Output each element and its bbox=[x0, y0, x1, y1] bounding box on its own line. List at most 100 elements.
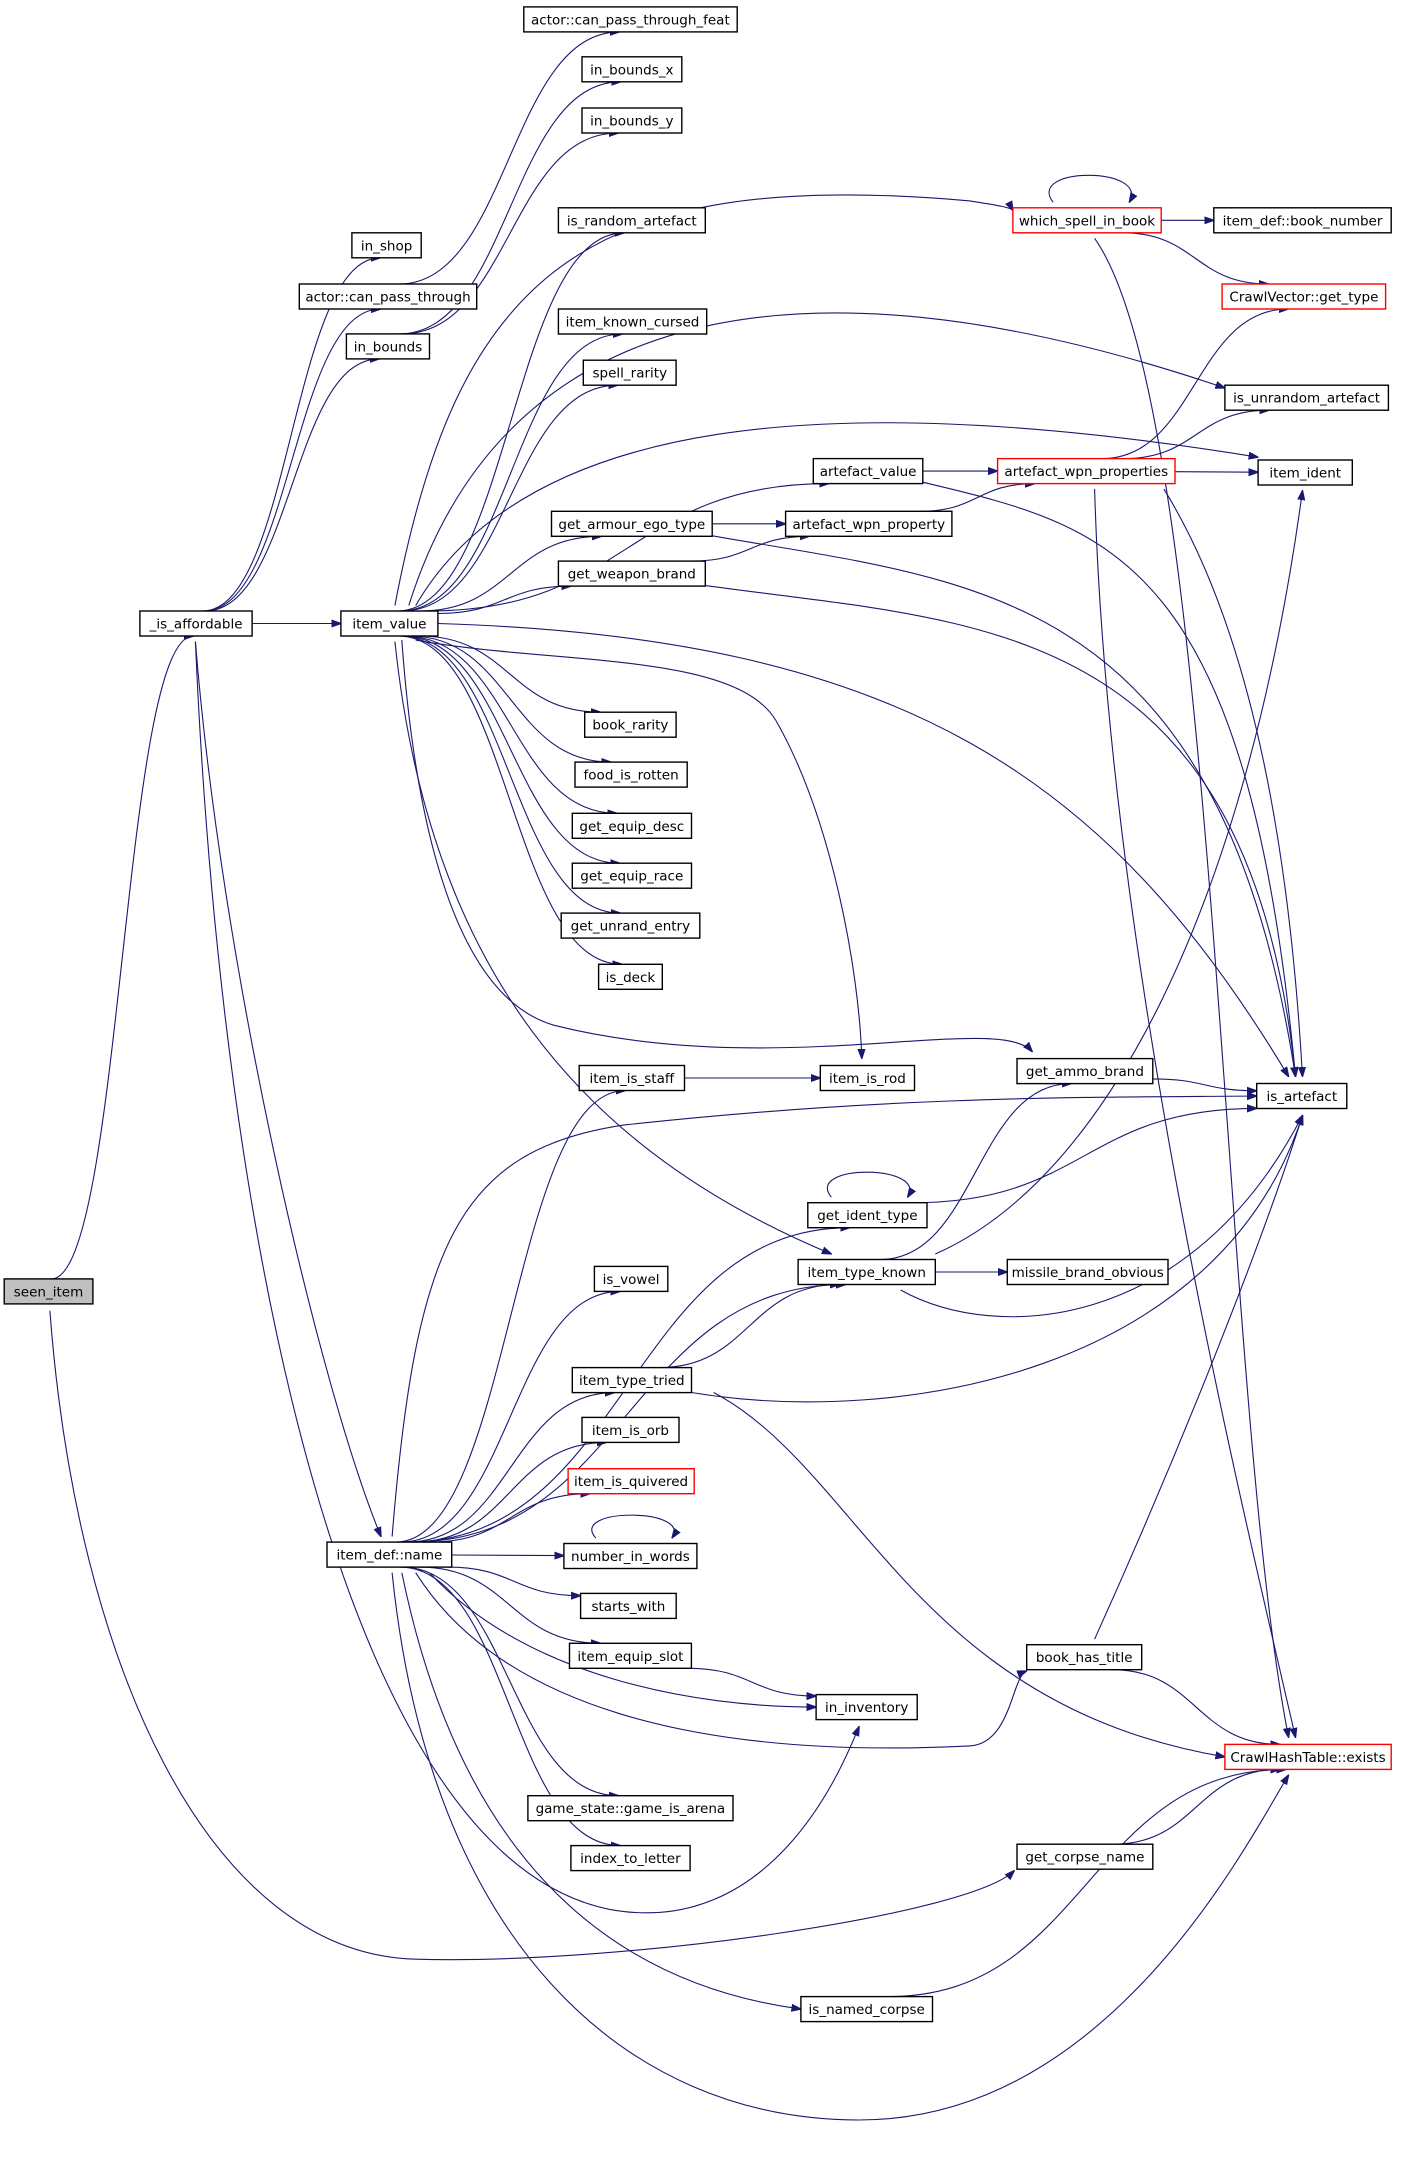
node-item-is-staff[interactable]: item_is_staff bbox=[578, 1064, 686, 1092]
node-box[interactable] bbox=[1221, 283, 1387, 310]
node-item-def-name[interactable]: item_def::name bbox=[326, 1541, 453, 1568]
node-box[interactable] bbox=[582, 359, 677, 386]
node-box[interactable] bbox=[807, 1201, 928, 1229]
node-box[interactable] bbox=[571, 812, 693, 839]
node-get-weapon-brand[interactable]: get_weapon_brand bbox=[557, 560, 707, 587]
node-game-state-game-is-arena[interactable]: game_state::game_is_arena bbox=[527, 1794, 734, 1822]
node-item-def-book-number[interactable]: item_def::book_number bbox=[1213, 207, 1392, 234]
node-is-unrandom-artefact[interactable]: is_unrandom_artefact bbox=[1224, 384, 1390, 411]
node-get-unrand-entry[interactable]: get_unrand_entry bbox=[560, 912, 701, 939]
node-box[interactable] bbox=[1224, 1743, 1392, 1771]
node-box[interactable] bbox=[523, 6, 738, 33]
node-item-type-tried[interactable]: item_type_tried bbox=[571, 1366, 693, 1394]
node-box[interactable] bbox=[570, 1844, 691, 1872]
node-item-value[interactable]: item_value bbox=[340, 610, 439, 637]
node-box[interactable] bbox=[1025, 1643, 1143, 1671]
node-spell-rarity[interactable]: spell_rarity bbox=[582, 359, 677, 386]
node-box[interactable] bbox=[1012, 207, 1162, 234]
node-in-bounds[interactable]: in_bounds bbox=[345, 333, 431, 360]
node-box[interactable] bbox=[527, 1794, 734, 1822]
node-item-is-quivered[interactable]: item_is_quivered bbox=[567, 1467, 695, 1495]
node-which-spell-in-book[interactable]: which_spell_in_book bbox=[1012, 207, 1162, 234]
node-in-bounds-y[interactable]: in_bounds_y bbox=[581, 107, 683, 134]
node-in-inventory[interactable]: in_inventory bbox=[815, 1693, 918, 1721]
node-box[interactable] bbox=[597, 963, 663, 990]
node-artefact-value[interactable]: artefact_value bbox=[812, 457, 924, 485]
node-box[interactable] bbox=[579, 1592, 677, 1620]
node-get-ident-type[interactable]: get_ident_type bbox=[807, 1201, 928, 1229]
node-food-is-rotten[interactable]: food_is_rotten bbox=[574, 761, 688, 788]
node-box[interactable] bbox=[1016, 1057, 1154, 1085]
node-box[interactable] bbox=[1213, 207, 1392, 234]
node-is-vowel[interactable]: is_vowel bbox=[593, 1265, 669, 1293]
node-book-has-title[interactable]: book_has_title bbox=[1025, 1643, 1143, 1671]
node-CrawlHashTable-exists[interactable]: CrawlHashTable::exists bbox=[1224, 1743, 1392, 1771]
node-box[interactable] bbox=[996, 457, 1176, 485]
node-in-bounds-x[interactable]: in_bounds_x bbox=[581, 56, 683, 83]
node-book-rarity[interactable]: book_rarity bbox=[584, 711, 677, 738]
node-box[interactable] bbox=[550, 510, 713, 537]
node-box[interactable] bbox=[326, 1541, 453, 1568]
node-box[interactable] bbox=[351, 232, 422, 259]
node-box[interactable] bbox=[815, 1693, 918, 1721]
node-box[interactable] bbox=[819, 1064, 916, 1092]
node-is-artefact[interactable]: is_artefact bbox=[1255, 1082, 1348, 1110]
node-box[interactable] bbox=[568, 1642, 693, 1670]
node-starts-with[interactable]: starts_with bbox=[579, 1592, 677, 1620]
node-get-armour-ego-type[interactable]: get_armour_ego_type bbox=[550, 510, 713, 537]
node-box[interactable] bbox=[298, 283, 478, 310]
node-get-ammo-brand[interactable]: get_ammo_brand bbox=[1016, 1057, 1154, 1085]
node-artefact-wpn-properties[interactable]: artefact_wpn_properties bbox=[996, 457, 1176, 485]
node-number-in-words[interactable]: number_in_words bbox=[563, 1542, 698, 1570]
node-box[interactable] bbox=[563, 1542, 698, 1570]
node-box[interactable] bbox=[578, 1064, 686, 1092]
node-actor-can-pass-through-feat[interactable]: actor::can_pass_through_feat bbox=[523, 6, 738, 33]
node-box[interactable] bbox=[560, 912, 701, 939]
node-box[interactable] bbox=[574, 761, 688, 788]
node-get-equip-desc[interactable]: get_equip_desc bbox=[571, 812, 693, 839]
node-box[interactable] bbox=[571, 1366, 693, 1394]
node-get-equip-race[interactable]: get_equip_race bbox=[571, 862, 693, 889]
node-is-deck[interactable]: is_deck bbox=[597, 963, 663, 990]
node-item-known-cursed[interactable]: item_known_cursed bbox=[557, 308, 708, 335]
node-box[interactable] bbox=[797, 1258, 936, 1286]
node-box[interactable] bbox=[581, 107, 683, 134]
node-get-corpse-name[interactable]: get_corpse_name bbox=[1016, 1843, 1154, 1870]
node-box[interactable] bbox=[571, 862, 693, 889]
node-missile-brand-obvious[interactable]: missile_brand_obvious bbox=[1006, 1258, 1169, 1286]
node-box[interactable] bbox=[800, 1995, 934, 2023]
node-box[interactable] bbox=[557, 560, 707, 587]
node-actor-can-pass-through[interactable]: actor::can_pass_through bbox=[298, 283, 478, 310]
node-box[interactable] bbox=[593, 1265, 669, 1293]
node-box[interactable] bbox=[345, 333, 431, 360]
node-box[interactable] bbox=[139, 610, 253, 637]
node-is-random-artefact[interactable]: is_random_artefact bbox=[557, 207, 707, 234]
node-box[interactable] bbox=[1224, 384, 1390, 411]
node-box[interactable] bbox=[1255, 1082, 1348, 1110]
node-index-to-letter[interactable]: index_to_letter bbox=[570, 1844, 691, 1872]
node-box[interactable] bbox=[340, 610, 439, 637]
node-box[interactable] bbox=[1006, 1258, 1169, 1286]
node-box[interactable] bbox=[3, 1278, 94, 1305]
node-box[interactable] bbox=[584, 711, 677, 738]
node-box[interactable] bbox=[567, 1467, 695, 1495]
node-box[interactable] bbox=[812, 457, 924, 485]
node-box[interactable] bbox=[581, 56, 683, 83]
node-item-type-known[interactable]: item_type_known bbox=[797, 1258, 936, 1286]
node-box[interactable] bbox=[1016, 1843, 1154, 1870]
node-box[interactable] bbox=[581, 1416, 680, 1444]
node-seen-item[interactable]: seen_item bbox=[3, 1278, 94, 1305]
node-is-affordable[interactable]: _is_affordable bbox=[139, 610, 253, 637]
node-item-equip-slot[interactable]: item_equip_slot bbox=[568, 1642, 693, 1670]
node-box[interactable] bbox=[784, 510, 953, 537]
node-item-ident[interactable]: item_ident bbox=[1257, 459, 1353, 486]
node-box[interactable] bbox=[1257, 459, 1353, 486]
node-box[interactable] bbox=[557, 308, 708, 335]
node-box[interactable] bbox=[557, 207, 707, 234]
node-item-is-rod[interactable]: item_is_rod bbox=[819, 1064, 916, 1092]
node-artefact-wpn-property[interactable]: artefact_wpn_property bbox=[784, 510, 953, 537]
node-is-named-corpse[interactable]: is_named_corpse bbox=[800, 1995, 934, 2023]
node-CrawlVector-get-type[interactable]: CrawlVector::get_type bbox=[1221, 283, 1387, 310]
node-in-shop[interactable]: in_shop bbox=[351, 232, 422, 259]
node-item-is-orb[interactable]: item_is_orb bbox=[581, 1416, 680, 1444]
